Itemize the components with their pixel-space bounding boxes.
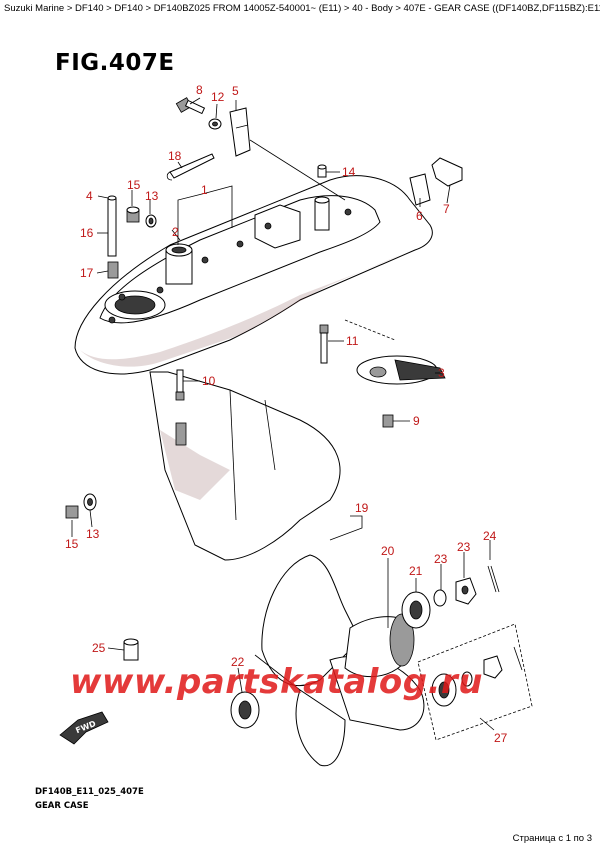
fwd-arrow-icon: FWD bbox=[59, 711, 109, 745]
gasket-13-top bbox=[145, 214, 157, 228]
callout-1: 1 bbox=[201, 183, 208, 197]
page-indicator: Страница с 1 по 3 bbox=[512, 833, 592, 844]
callout-3: 3 bbox=[438, 366, 445, 380]
breadcrumb: Suzuki Marine > DF140 > DF140 > DF140BZ0… bbox=[4, 3, 600, 14]
callout-13-side: 13 bbox=[86, 527, 100, 541]
bolt-9 bbox=[382, 414, 394, 428]
cotter-pin-25 bbox=[487, 565, 500, 593]
callout-23: 23 bbox=[457, 540, 471, 554]
cover-5 bbox=[229, 107, 251, 157]
anode-6 bbox=[409, 173, 431, 206]
callout-5: 5 bbox=[232, 84, 239, 98]
diagram-subtitle: GEAR CASE bbox=[35, 801, 89, 811]
rod-4-16 bbox=[107, 195, 117, 257]
callout-4: 4 bbox=[86, 189, 93, 203]
spacer-22 bbox=[230, 691, 260, 729]
callout-labels: 8 12 5 18 14 1 15 4 13 2 16 17 6 7 11 3 … bbox=[65, 83, 508, 745]
callout-27: 27 bbox=[494, 731, 508, 745]
callout-15-side: 15 bbox=[65, 537, 79, 551]
figure-title: FIG.407E bbox=[55, 50, 175, 76]
callout-25: 24 bbox=[483, 529, 497, 543]
callout-16: 16 bbox=[80, 226, 94, 240]
leader-lines bbox=[71, 97, 495, 731]
washer-24 bbox=[433, 589, 447, 607]
callout-13-top: 13 bbox=[145, 189, 159, 203]
callout-8: 8 bbox=[196, 83, 203, 97]
callout-21: 21 bbox=[409, 564, 423, 578]
watermark: www.partskatalog.ru bbox=[70, 662, 484, 702]
gear-case-housing bbox=[74, 175, 433, 561]
washer-12 bbox=[208, 118, 222, 130]
pin-18 bbox=[166, 153, 215, 181]
nut-23 bbox=[455, 577, 477, 605]
callout-2: 2 bbox=[172, 225, 179, 239]
deck-bolt-holes bbox=[108, 208, 352, 324]
callout-7: 7 bbox=[443, 202, 450, 216]
fitting-17 bbox=[107, 261, 119, 279]
plug-15-side bbox=[65, 505, 79, 519]
callout-10: 10 bbox=[202, 374, 216, 388]
callout-14: 14 bbox=[342, 165, 356, 179]
callout-19: 19 bbox=[355, 501, 369, 515]
callout-6: 6 bbox=[416, 209, 423, 223]
gasket-13-side bbox=[83, 493, 97, 511]
trim-tab-3 bbox=[356, 355, 446, 385]
plug-15-top bbox=[126, 206, 140, 223]
callout-22: 22 bbox=[231, 655, 245, 669]
callout-12: 12 bbox=[211, 90, 225, 104]
bolt-8 bbox=[175, 97, 206, 115]
spacer-21 bbox=[401, 591, 431, 629]
bolt-11 bbox=[319, 324, 329, 364]
callout-11: 11 bbox=[346, 334, 359, 348]
kit-27-box bbox=[417, 623, 533, 741]
callout-24: 23 bbox=[434, 552, 448, 566]
callout-15-top: 15 bbox=[127, 178, 141, 192]
anode-7 bbox=[431, 157, 463, 187]
callout-20: 20 bbox=[381, 544, 395, 558]
callout-18: 18 bbox=[168, 149, 182, 163]
bolt-10 bbox=[175, 369, 185, 401]
callout-17: 17 bbox=[80, 266, 94, 280]
callout-9: 9 bbox=[413, 414, 420, 428]
callout-26: 25 bbox=[92, 641, 106, 655]
pin-14 bbox=[317, 164, 327, 178]
propeller-19 bbox=[254, 554, 425, 767]
model-code: DF140B_E11_025_407E bbox=[35, 787, 144, 797]
drain-plug-26 bbox=[123, 638, 139, 661]
